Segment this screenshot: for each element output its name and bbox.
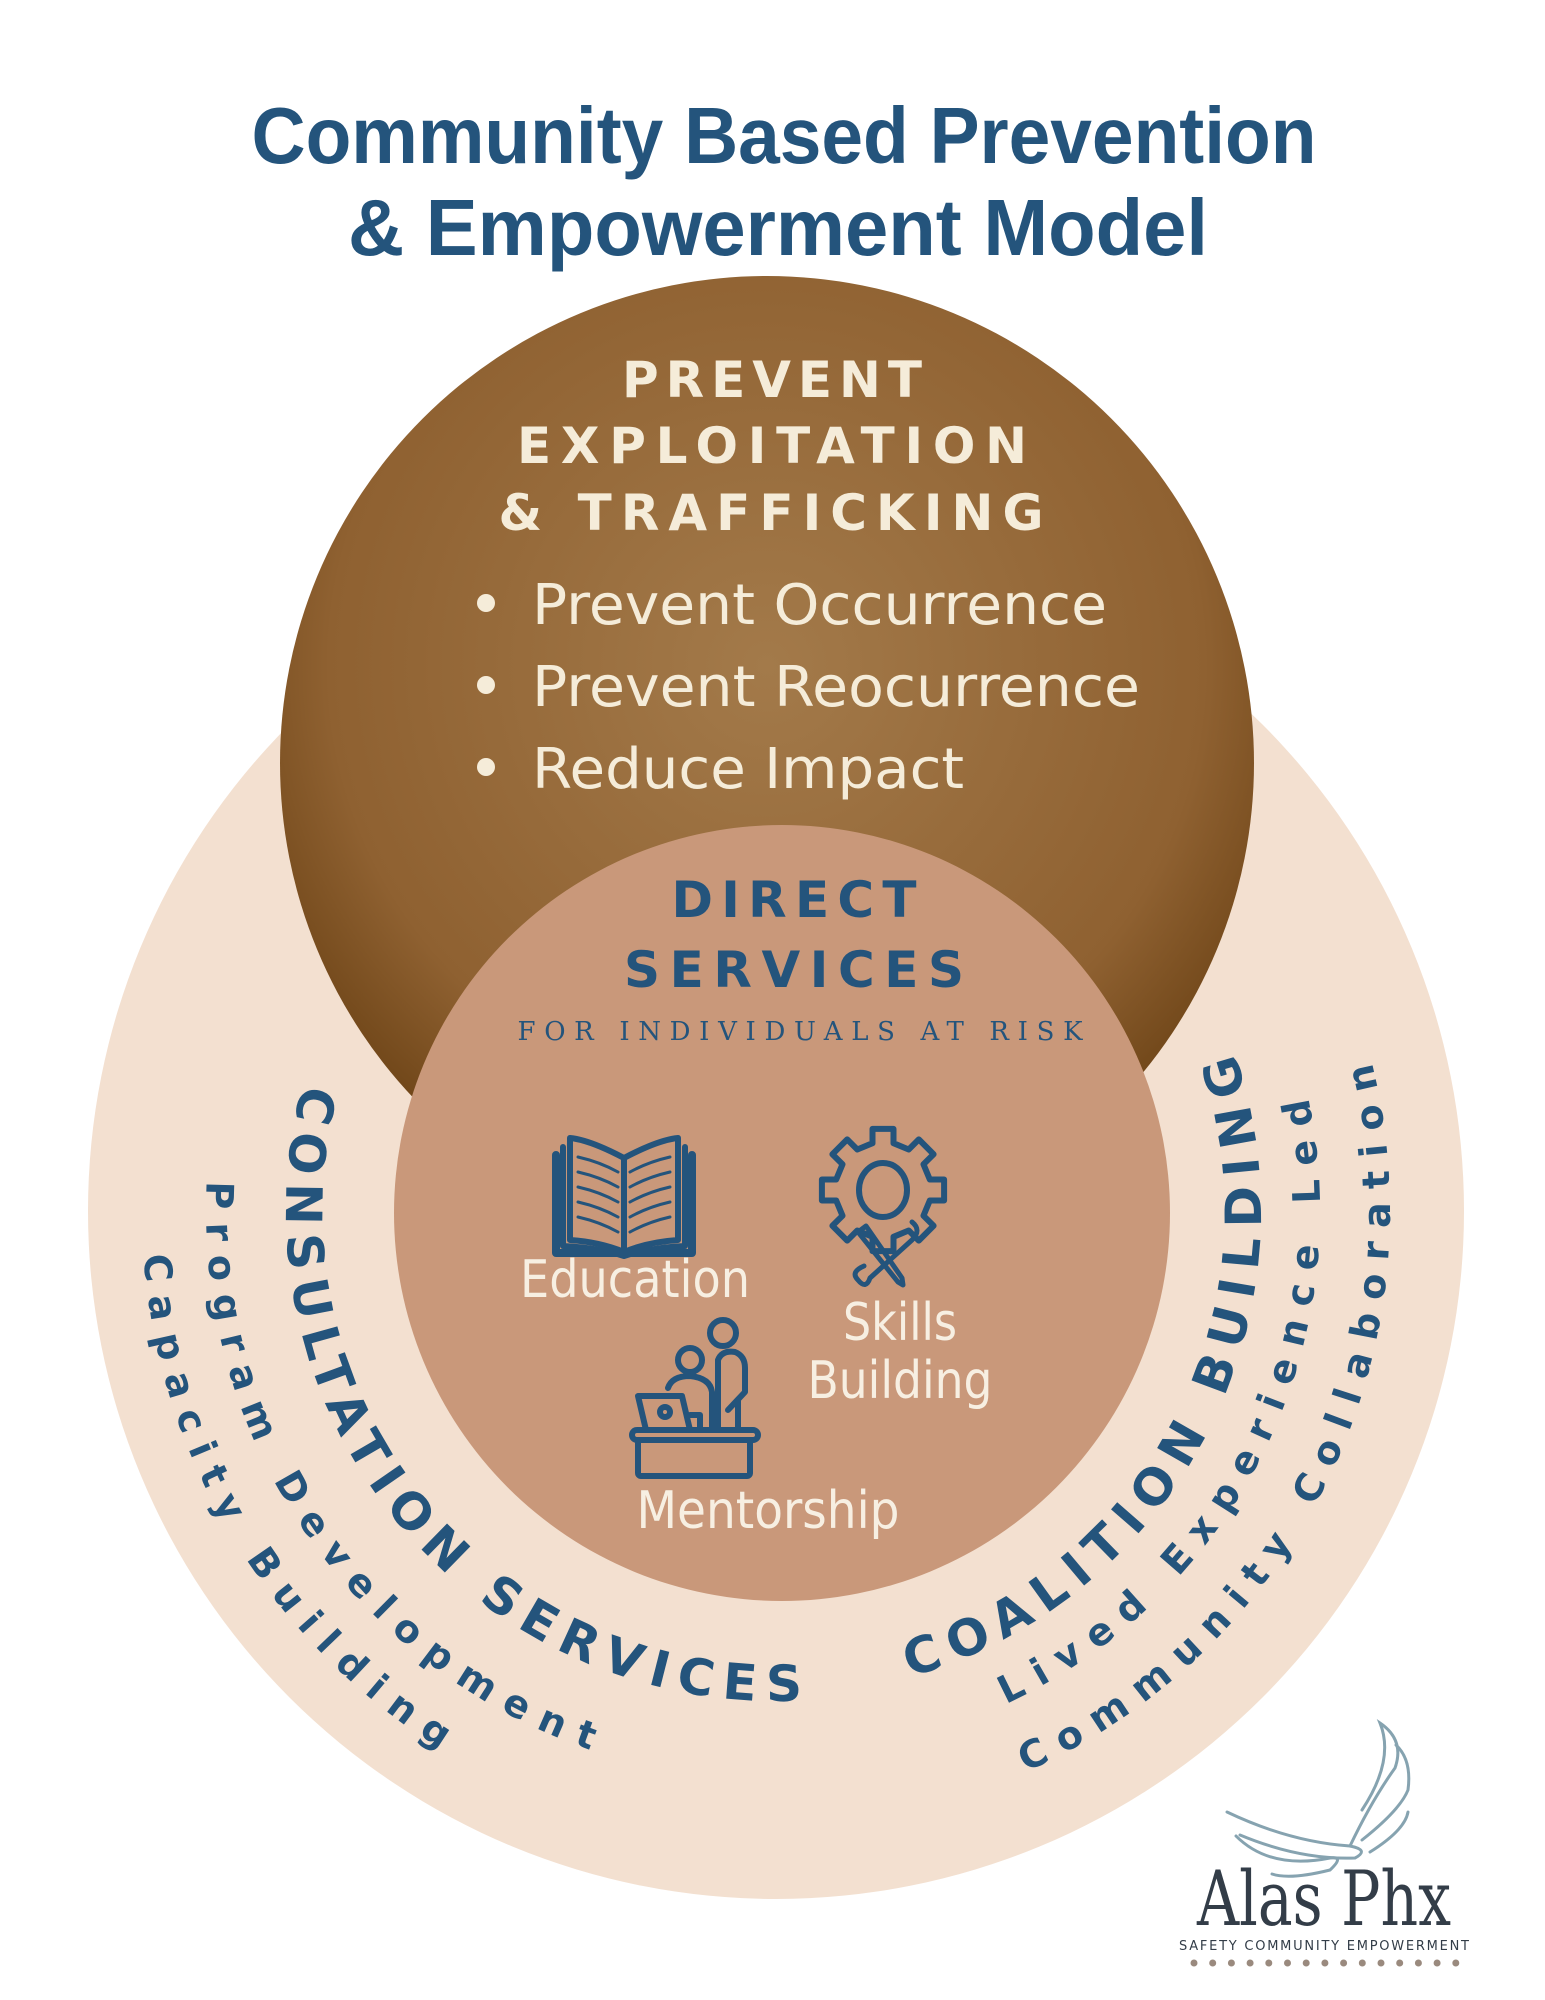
prevent-heading-3: & TRAFFICKING [499, 484, 1044, 542]
logo-dot [1358, 1959, 1366, 1967]
logo-dot [1452, 1959, 1460, 1967]
direct-heading-2: SERVICES [624, 941, 964, 999]
logo-dot [1414, 1959, 1422, 1967]
logo-dot [1340, 1959, 1348, 1967]
bullet-dot [477, 676, 495, 694]
mentorship-label: Mentorship [637, 1481, 900, 1541]
direct-services-circle [394, 825, 1170, 1601]
alas-phx-logo: Alas Phx SAFETY COMMUNITY EMPOWERMENT [1179, 1718, 1469, 1967]
logo-name: Alas Phx [1196, 1854, 1451, 1943]
logo-dot [1246, 1959, 1254, 1967]
gear-tools-icon [818, 1125, 948, 1288]
logo-dot [1209, 1959, 1217, 1967]
logo-tagline: SAFETY COMMUNITY EMPOWERMENT [1179, 1939, 1469, 1954]
open-book-icon [552, 1135, 696, 1259]
bullet-prevent-occurrence: Prevent Occurrence [532, 573, 1107, 638]
logo-dot [1190, 1959, 1198, 1967]
direct-subtitle: FOR INDIVIDUALS AT RISK [518, 1017, 1084, 1047]
skills-label-line-2: Building [808, 1351, 993, 1411]
wing-icon [1225, 1718, 1411, 1878]
bullet-dot [477, 594, 495, 612]
logo-dot [1396, 1959, 1404, 1967]
title-line-1: Community Based Prevention [252, 91, 1317, 180]
logo-dots [1190, 1959, 1460, 1967]
logo-dot [1302, 1959, 1310, 1967]
mentorship-icon [629, 1317, 761, 1479]
logo-dot [1377, 1959, 1385, 1967]
title-line-2: & Empowerment Model [348, 183, 1208, 272]
logo-dot [1433, 1959, 1441, 1967]
logo-dot [1265, 1959, 1273, 1967]
logo-dot [1227, 1959, 1235, 1967]
logo-dot [1284, 1959, 1291, 1967]
bullet-prevent-reocurrence: Prevent Reocurrence [532, 655, 1140, 720]
education-label: Education [520, 1250, 750, 1310]
bullet-reduce-impact: Reduce Impact [532, 737, 964, 802]
bullet-dot [477, 758, 495, 776]
skills-label-line-1: Skills [843, 1293, 957, 1353]
logo-dot [1321, 1959, 1329, 1967]
prevent-bullet-list: Prevent Occurrence Prevent Reocurrence R… [477, 573, 1140, 802]
prevent-heading-1: PREVENT [622, 351, 922, 409]
